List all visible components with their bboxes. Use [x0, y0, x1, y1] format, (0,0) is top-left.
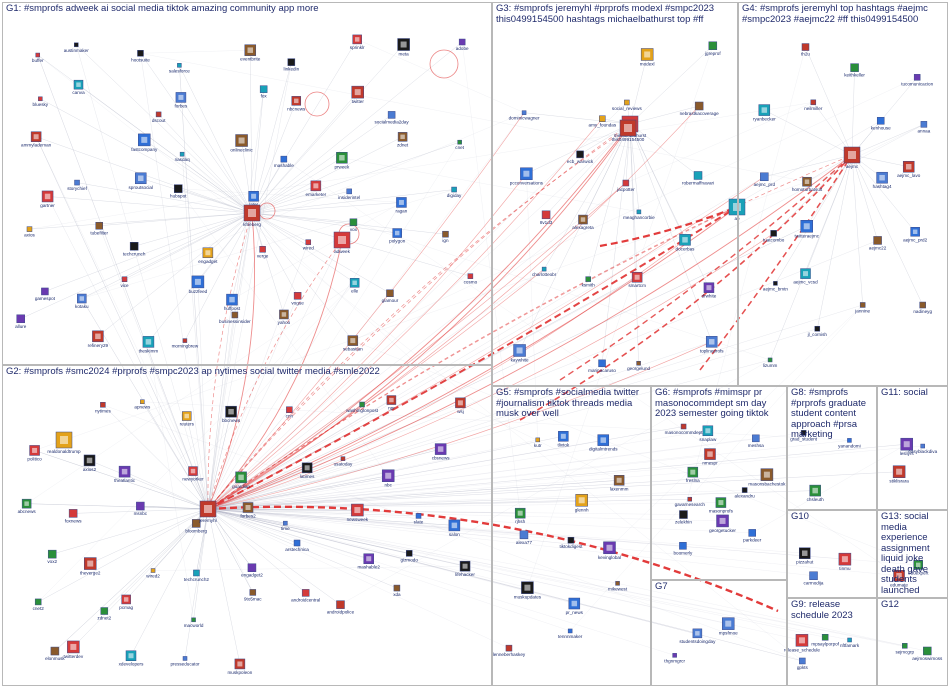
group-title: G10: [791, 512, 875, 523]
group-panel-g5: G5: #smprofs #socialmedia twitter #journ…: [492, 386, 651, 686]
group-panel-g6: G6: #smprofs #mimspr pr masonocommdept s…: [651, 386, 787, 580]
group-title: G6: #smprofs #mimspr pr masonocommdept s…: [655, 388, 785, 420]
group-title: G1: #smprofs adweek ai social media tikt…: [6, 4, 490, 15]
group-title: G8: #smprofs #prprofs graduate student c…: [791, 388, 875, 441]
group-panel-g11: G11: social: [877, 386, 948, 510]
group-panel-g8: G8: #smprofs #prprofs graduate student c…: [787, 386, 877, 510]
group-title: G3: #smprofs jeremyhl #prprofs modexl #s…: [496, 4, 736, 25]
group-panel-g1: G1: #smprofs adweek ai social media tikt…: [2, 2, 492, 365]
group-title: G13: social media experience assignment …: [881, 512, 946, 596]
group-title: G7: [655, 582, 785, 593]
group-panel-g4: G4: #smprofs jeremyhl top hashtags #aejm…: [738, 2, 948, 386]
group-title: G2: #smprofs #smc2024 #prprofs #smpc2023…: [6, 367, 490, 378]
group-title: G4: #smprofs jeremyhl top hashtags #aejm…: [742, 4, 946, 25]
group-title: G11: social: [881, 388, 946, 399]
group-title: G5: #smprofs #socialmedia twitter #journ…: [496, 388, 649, 420]
group-title: G12: [881, 600, 946, 611]
group-panel-g12: G12: [877, 598, 948, 686]
group-panel-g9: G9: release schedule 2023: [787, 598, 877, 686]
group-panel-g3: G3: #smprofs jeremyhl #prprofs modexl #s…: [492, 2, 738, 386]
group-title: G9: release schedule 2023: [791, 600, 875, 621]
group-panel-g13: G13: social media experience assignment …: [877, 510, 948, 598]
group-panel-g10: G10: [787, 510, 877, 598]
group-panel-g7: G7: [651, 580, 787, 686]
group-panel-g2: G2: #smprofs #smc2024 #prprofs #smpc2023…: [2, 365, 492, 686]
